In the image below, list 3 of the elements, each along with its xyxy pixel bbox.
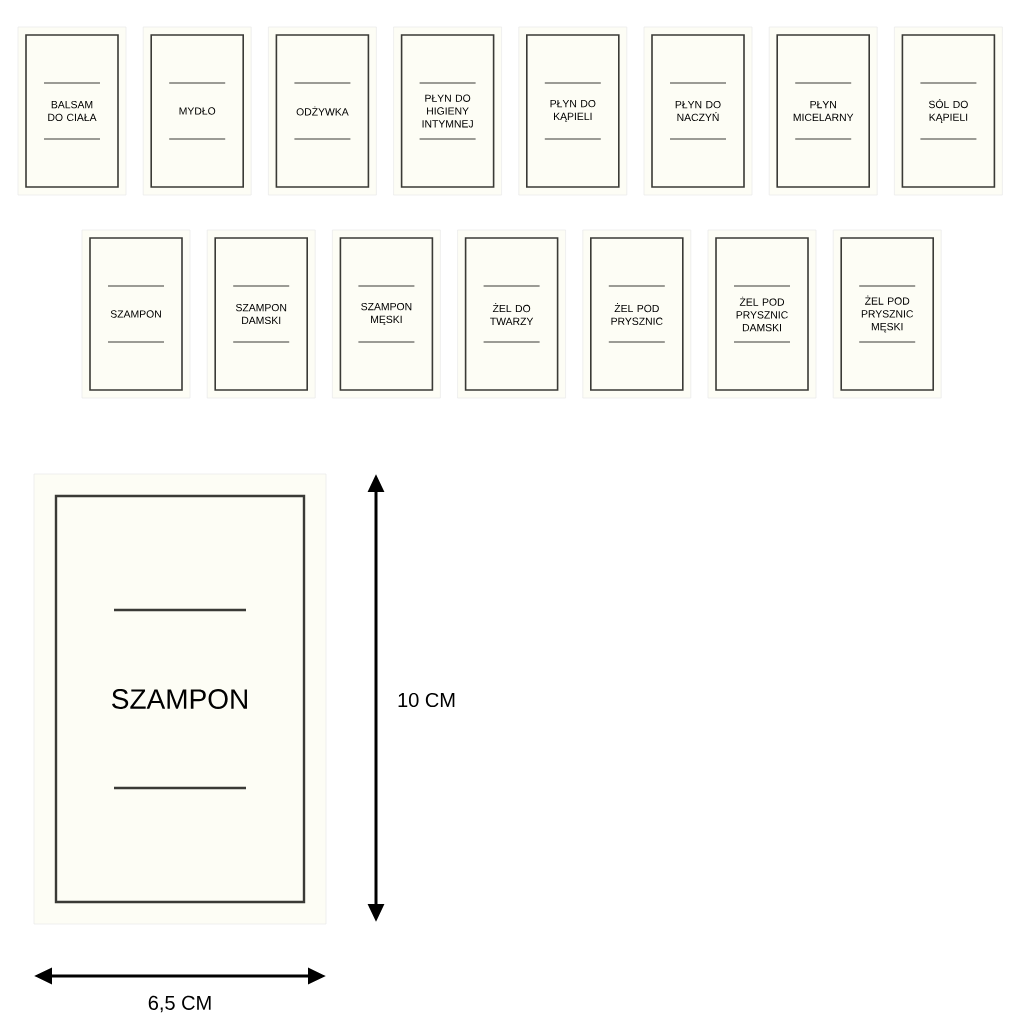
label-card: SZAMPON	[33, 473, 327, 925]
dimension-label: 6,5 CM	[148, 995, 211, 1013]
dimension-label: 10 CM	[398, 692, 455, 708]
